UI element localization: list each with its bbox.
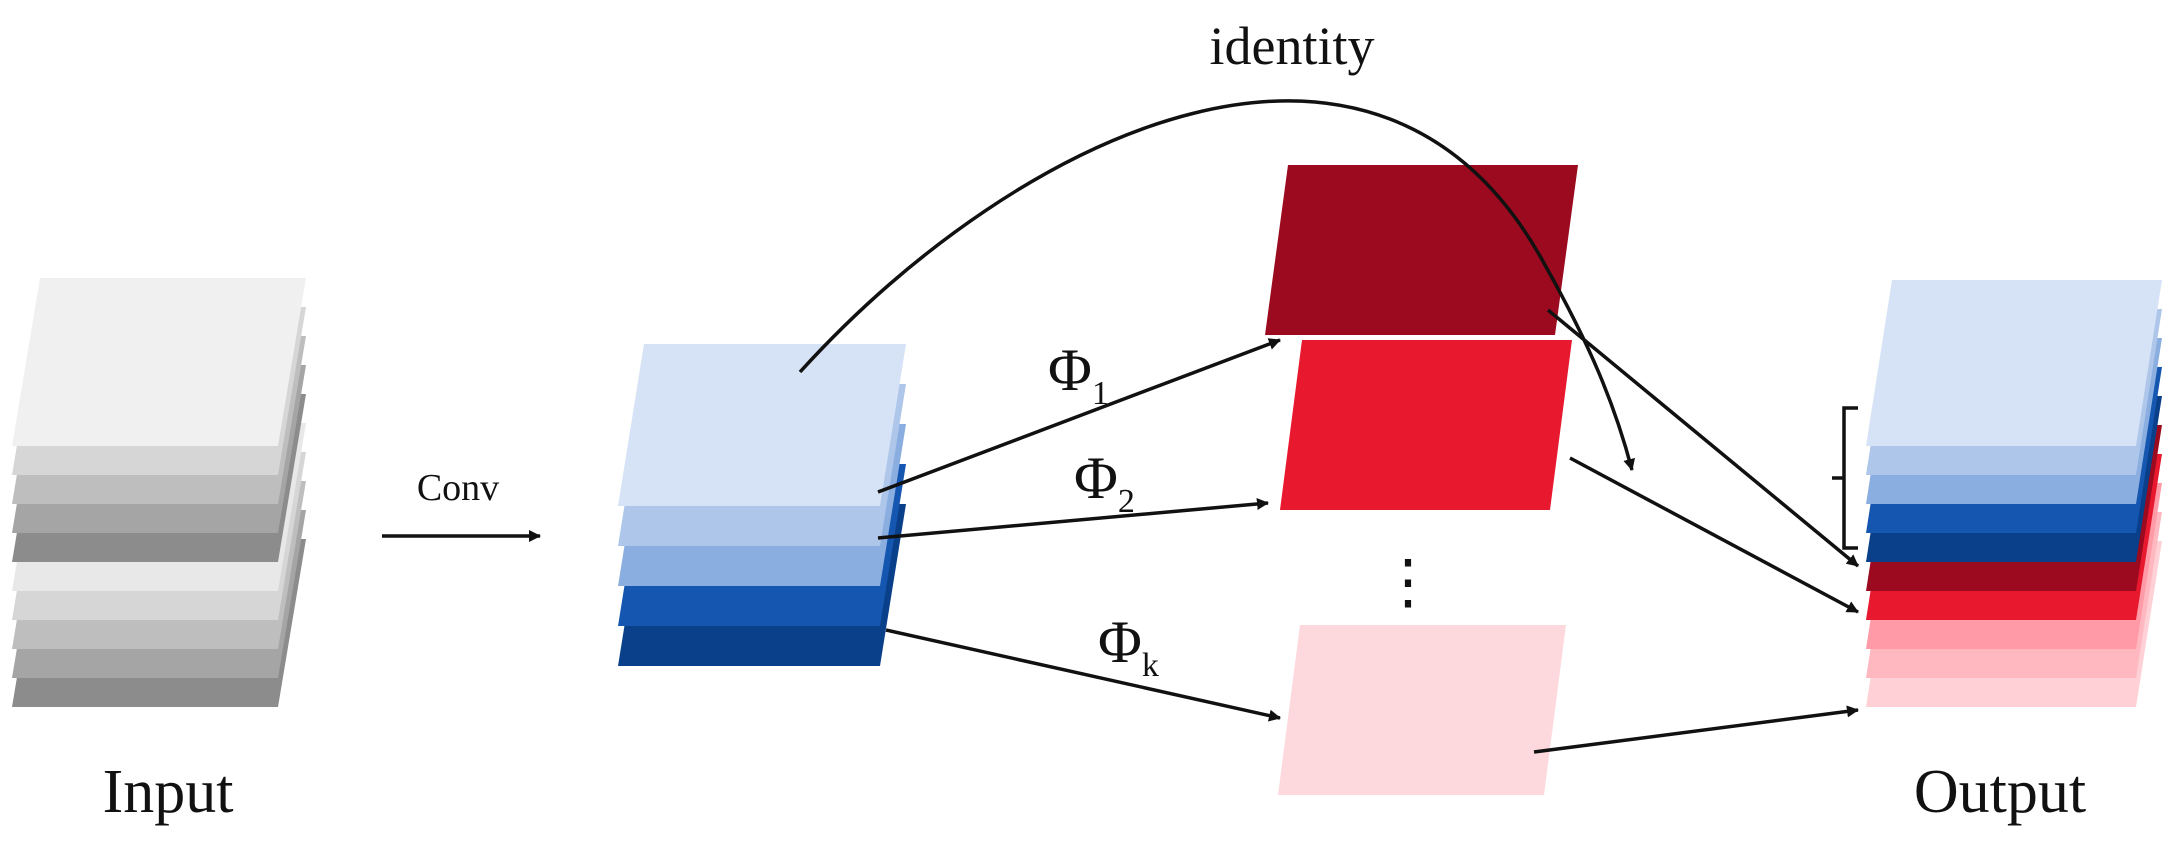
input-stack-layer-10 [12,278,306,446]
identity-bracket [1832,406,1858,550]
ellipsis: ⋮ [1378,549,1438,615]
ghost-map-2 [1280,340,1572,510]
ghost-k-to-output-arrow [1533,705,1859,754]
phi-1-label: Φ1 [1048,337,1109,412]
phi-k-arrow [885,628,1281,722]
phi-k-label: Φk [1098,609,1159,684]
ghost-2-to-output-arrow [1569,456,1859,614]
identity-arrow [798,99,1636,471]
conv-label: Conv [417,467,499,509]
ghost-map-1 [1265,165,1578,335]
ghost-1-to-output-arrow [1546,308,1860,568]
output-stack-layer-10 [1866,280,2162,446]
input-label: Input [103,758,234,826]
phi-2-arrow [877,498,1269,540]
intrinsic-stack-layer-5 [618,344,906,506]
identity-label: identity [1210,16,1375,76]
intrinsic-feature-stack [618,344,906,666]
input-feature-stack [12,278,306,707]
output-label: Output [1914,758,2086,826]
output-feature-stack [1866,280,2162,707]
phi-1-arrow [877,338,1281,494]
phi-2-label: Φ2 [1074,445,1135,520]
ghost-map-k [1278,625,1566,795]
